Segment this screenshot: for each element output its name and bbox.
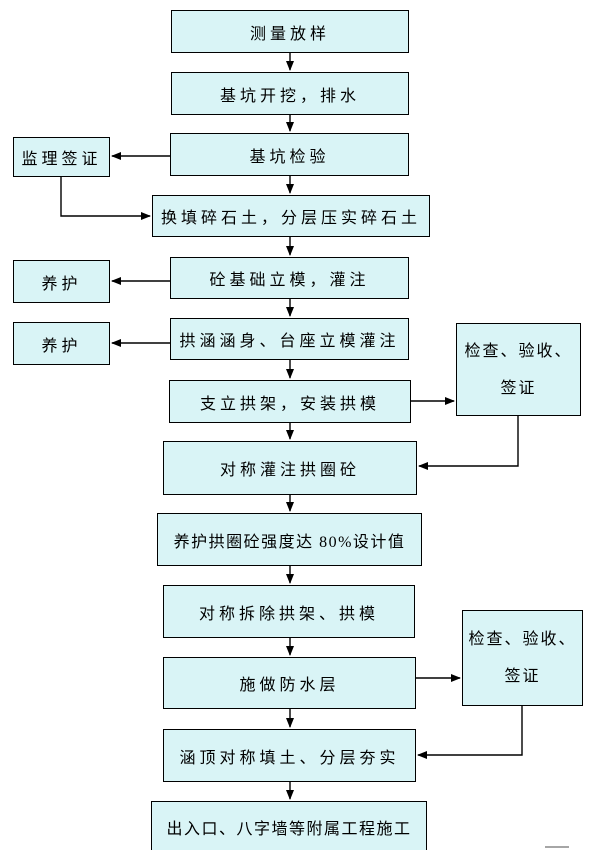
arrow-check-1-to-arch-ring — [418, 416, 519, 470]
step-pit-inspection: 基坑检验 — [170, 133, 409, 176]
box-check-accept-sign-1: 检查、验收、签证 — [456, 323, 581, 416]
box-check-accept-sign-2: 检查、验收、签证 — [462, 610, 583, 706]
step-waterproof-layer: 施做防水层 — [163, 657, 416, 709]
step-replace-fill-gravel: 换填碎石土，分层压实碎石土 — [152, 195, 430, 237]
arrow-supervisor-to-replace-fill — [60, 177, 151, 220]
step-auxiliary-works: 出入口、八字墙等附属工程施工 — [151, 801, 427, 850]
step-culvert-body-pour: 拱涵涵身、台座立模灌注 — [170, 318, 409, 360]
step-cure-80-percent: 养护拱圈砼强度达 80%设计值 — [157, 513, 422, 566]
step-pour-arch-ring: 对称灌注拱圈砼 — [163, 441, 417, 495]
step-foundation-formwork-pour: 砼基础立模，灌注 — [170, 257, 409, 299]
footer-bar — [545, 846, 569, 848]
step-pit-excavation: 基坑开挖，排水 — [171, 72, 409, 115]
step-remove-arch-frame: 对称拆除拱架、拱模 — [163, 585, 415, 638]
step-fill-culvert-top: 涵顶对称填土、分层夯实 — [163, 729, 416, 782]
box-curing-2: 养护 — [13, 322, 110, 365]
box-supervisor-sign: 监理签证 — [13, 137, 110, 177]
step-erect-arch-frame: 支立拱架，安装拱模 — [169, 380, 411, 423]
box-curing-1: 养护 — [13, 260, 110, 303]
arrow-check-2-to-fill-top — [417, 706, 523, 759]
step-survey-layout: 测量放样 — [171, 10, 409, 53]
